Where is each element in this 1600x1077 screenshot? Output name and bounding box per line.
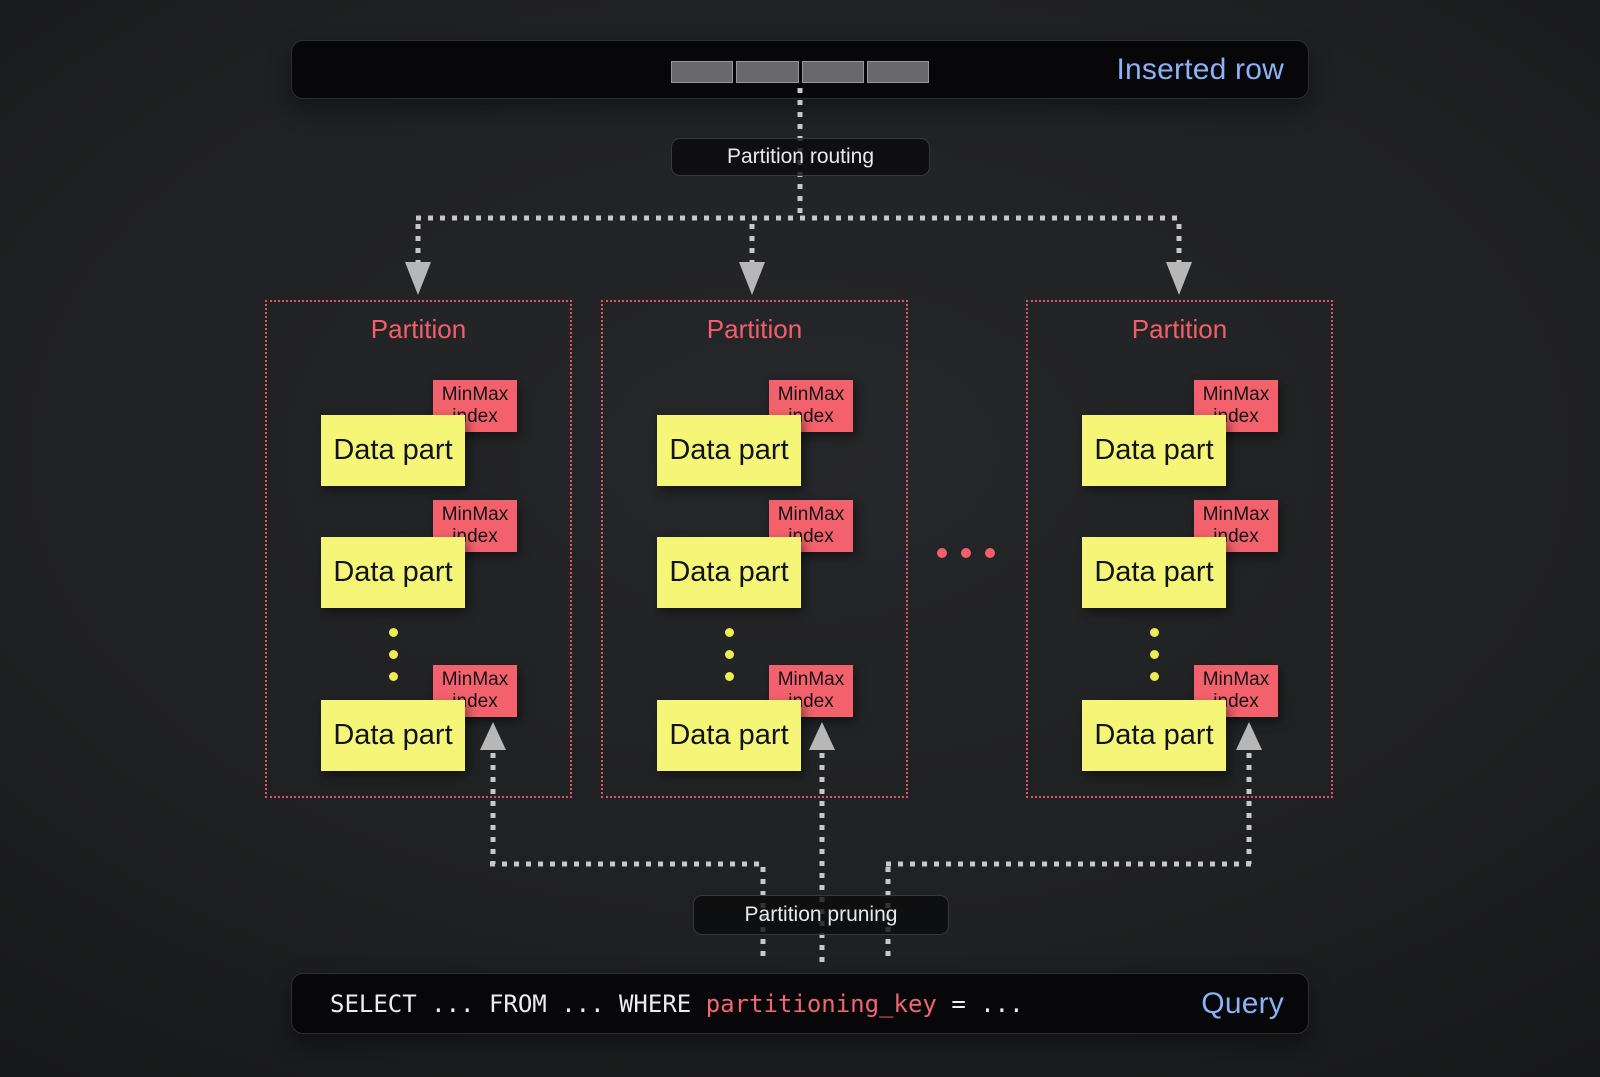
row-cell bbox=[671, 61, 734, 83]
minmax-line1: MinMax bbox=[777, 504, 845, 525]
data-part-box: Data part bbox=[321, 415, 465, 486]
data-part-box: Data part bbox=[321, 537, 465, 608]
vertical-ellipsis bbox=[389, 628, 399, 694]
arrowhead-down bbox=[405, 262, 431, 295]
minmax-line1: MinMax bbox=[441, 384, 509, 405]
vertical-ellipsis bbox=[1150, 628, 1160, 694]
minmax-line1: MinMax bbox=[777, 384, 845, 405]
minmax-line1: MinMax bbox=[1202, 504, 1270, 525]
vertical-ellipsis bbox=[725, 628, 735, 694]
arrowhead-down bbox=[739, 262, 765, 295]
data-part-box: Data part bbox=[1082, 415, 1226, 486]
minmax-line1: MinMax bbox=[1202, 384, 1270, 405]
more-partitions-ellipsis bbox=[937, 548, 995, 558]
data-part-box: Data part bbox=[1082, 700, 1226, 771]
data-part-box: Data part bbox=[657, 537, 801, 608]
row-cell bbox=[866, 61, 929, 83]
query-code: SELECT ... FROM ... WHERE partitioning_k… bbox=[330, 974, 1024, 1033]
minmax-line1: MinMax bbox=[777, 669, 845, 690]
data-part-box: Data part bbox=[657, 700, 801, 771]
partition-title: Partition bbox=[706, 314, 803, 344]
partition-title: Partition bbox=[370, 314, 467, 344]
inserted-row-cells bbox=[671, 61, 929, 83]
partition-title: Partition bbox=[1131, 314, 1228, 344]
minmax-line1: MinMax bbox=[1202, 669, 1270, 690]
minmax-line1: MinMax bbox=[441, 504, 509, 525]
partition-routing-label: Partition routing bbox=[671, 138, 930, 176]
inserted-row-bar: Inserted row bbox=[291, 40, 1309, 99]
query-label: Query bbox=[1201, 986, 1284, 1020]
row-cell bbox=[736, 61, 799, 83]
minmax-line1: MinMax bbox=[441, 669, 509, 690]
query-code-before: SELECT ... FROM ... WHERE bbox=[330, 989, 706, 1018]
data-part-box: Data part bbox=[657, 415, 801, 486]
data-part-box: Data part bbox=[321, 700, 465, 771]
partition-pruning-label: Partition pruning bbox=[693, 895, 949, 935]
row-cell bbox=[801, 61, 864, 83]
inserted-row-label: Inserted row bbox=[1116, 52, 1284, 86]
routing-label-text: Partition routing bbox=[726, 145, 875, 168]
arrowhead-down bbox=[1166, 262, 1192, 295]
query-bar: SELECT ... FROM ... WHERE partitioning_k… bbox=[291, 973, 1309, 1034]
query-partitioning-key: partitioning_key bbox=[705, 989, 937, 1018]
data-part-box: Data part bbox=[1082, 537, 1226, 608]
pruning-label-text: Partition pruning bbox=[744, 903, 898, 926]
query-code-after: = ... bbox=[936, 989, 1024, 1018]
